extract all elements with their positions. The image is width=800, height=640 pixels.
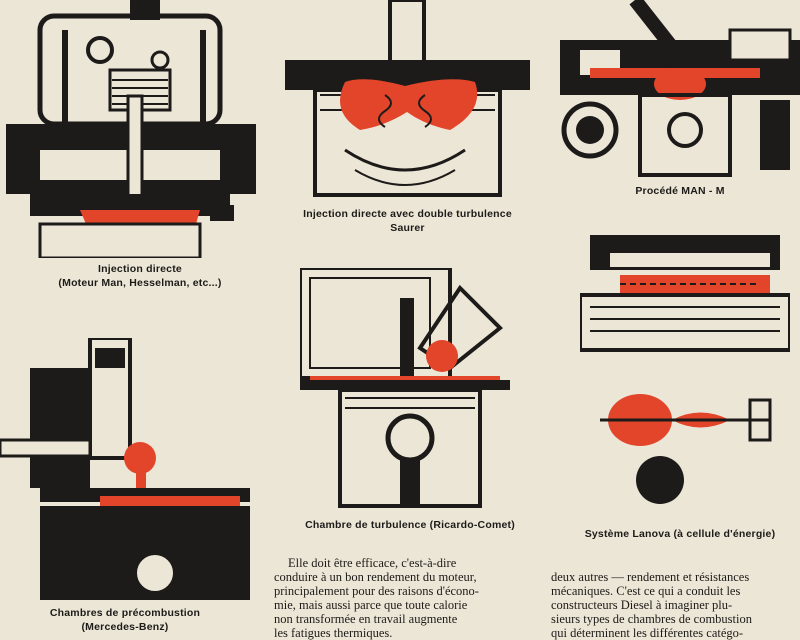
caption-line: Injection directe avec double turbulence <box>303 208 512 220</box>
caption-line: Injection directe <box>98 263 182 275</box>
figure-mercedes-benz <box>0 338 250 600</box>
figure-injection-directe <box>0 0 262 258</box>
caption-line: Chambre de turbulence (Ricardo-Comet) <box>305 519 515 531</box>
caption-ricardo-comet: Chambre de turbulence (Ricardo-Comet) <box>275 518 545 532</box>
caption-injection-directe: Injection directe (Moteur Man, Hesselman… <box>20 262 260 290</box>
caption-line: (Moteur Man, Hesselman, etc...) <box>58 277 222 289</box>
caption-mercedes-benz: Chambres de précombustion (Mercedes-Benz… <box>0 606 250 634</box>
engine-illustration <box>6 0 256 258</box>
engine-illustration <box>285 0 530 197</box>
engine-illustration <box>300 268 510 508</box>
text-line: les fatigues thermiques. <box>274 626 393 640</box>
caption-line: Saurer <box>390 222 425 234</box>
figure-lanova <box>580 235 790 515</box>
engine-illustration <box>560 0 800 177</box>
caption-line: (Mercedes-Benz) <box>81 621 169 633</box>
text-line: mie, mais aussi parce que toute calorie <box>274 598 468 612</box>
engine-illustration <box>580 235 790 504</box>
text-line: principalement pour des raisons d'écono- <box>274 584 479 598</box>
text-line: conduire à un bon rendement du moteur, <box>274 570 477 584</box>
figure-saurer <box>285 0 530 200</box>
body-text-column-2: deux autres — rendement et résistances m… <box>551 570 799 640</box>
text-line: deux autres — rendement et résistances <box>551 570 750 584</box>
text-line: constructeurs Diesel à imaginer plu- <box>551 598 733 612</box>
text-line: non transformée en travail augmente <box>274 612 458 626</box>
body-text-column-1: Elle doit être efficace, c'est-à-dire co… <box>274 556 534 640</box>
caption-saurer: Injection directe avec double turbulence… <box>280 207 535 235</box>
caption-lanova: Système Lanova (à cellule d'énergie) <box>560 527 800 541</box>
text-line: sieurs types de chambres de combustion <box>551 612 752 626</box>
text-line: Elle doit être efficace, c'est-à-dire <box>288 556 457 570</box>
caption-line: Système Lanova (à cellule d'énergie) <box>584 528 776 540</box>
caption-man-m: Procédé MAN - M <box>590 184 770 198</box>
caption-line: Chambres de précombustion <box>49 607 201 619</box>
caption-line: Procédé MAN - M <box>635 185 725 197</box>
engine-illustration <box>0 338 250 600</box>
text-line: mécaniques. C'est ce qui a conduit les <box>551 584 741 598</box>
figure-man-m <box>560 0 800 178</box>
figure-ricardo-comet <box>300 268 530 510</box>
text-line: qui déterminent les différentes catégo- <box>551 626 744 640</box>
